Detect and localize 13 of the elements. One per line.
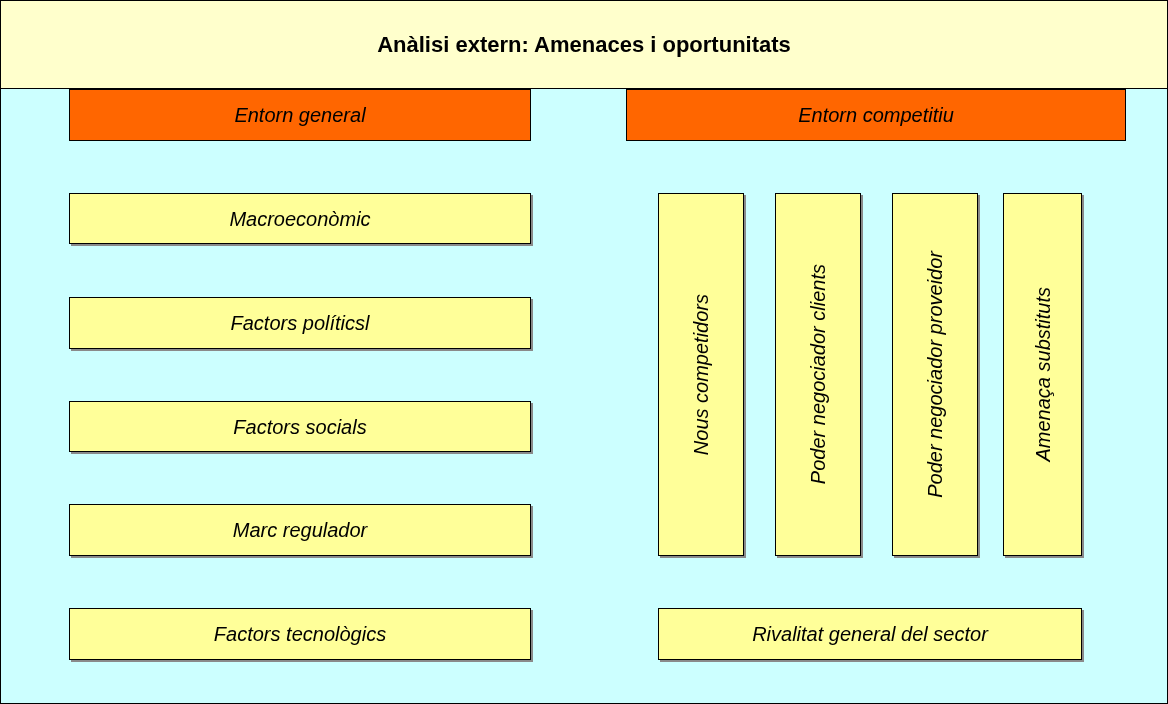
factor-box: Factors socials	[69, 401, 531, 452]
factor-box: Factors tecnològics	[69, 608, 531, 660]
factor-box: Marc regulador	[69, 504, 531, 556]
section-header: Entorn general	[69, 89, 531, 141]
factor-box: Nous competidors	[658, 193, 744, 556]
factor-box: Poder negociador proveidor	[892, 193, 978, 556]
factor-box: Factors políticsl	[69, 297, 531, 349]
diagram-title: Anàlisi extern: Amenaces i oportunitats	[377, 31, 791, 59]
factor-box: Poder negociador clients	[775, 193, 861, 556]
factor-box: Macroeconòmic	[69, 193, 531, 244]
factor-box: Amenaça substituts	[1003, 193, 1082, 556]
section-header: Entorn competitiu	[626, 89, 1126, 141]
factor-box: Rivalitat general del sector	[658, 608, 1082, 660]
